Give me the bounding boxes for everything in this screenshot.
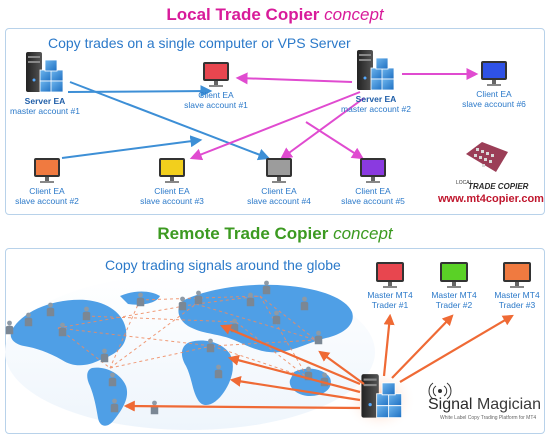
arrow-master2-to-slave1 <box>235 72 353 85</box>
signal-magician-tagline: White Label Copy Trading Platform for MT… <box>440 415 537 421</box>
continent-eurasia <box>178 284 353 353</box>
local-copier-title-main: Local Trade Copier <box>166 5 325 24</box>
server-account-1: master account #1 <box>10 106 80 116</box>
client-name-3: Client EA <box>154 186 190 196</box>
continent-africa <box>181 340 233 406</box>
remote-copier-title: Remote Trade Copier concept <box>0 224 550 244</box>
arrow-hub-to-map-4 <box>123 400 361 412</box>
arrow-hub-to-map-2 <box>227 354 361 394</box>
brand-word-magician: Magician <box>476 396 541 413</box>
client-account-3: slave account #3 <box>140 196 204 206</box>
server-icon-master2 <box>356 49 395 91</box>
server-account-2: master account #2 <box>341 104 411 114</box>
monitor-icon-master-trader1 <box>376 262 404 288</box>
arrow-master2-to-slave5 <box>305 121 365 160</box>
master-label-trader2: Master MT4 Trader #2 <box>431 290 476 310</box>
server-name-2: Server EA <box>355 94 397 104</box>
arrow-master1-to-slave1 <box>67 85 213 98</box>
client-account-2: slave account #2 <box>15 196 79 206</box>
brand-word-signal: Signal <box>428 396 473 413</box>
arrow-master2-to-slave3 <box>189 91 361 161</box>
server-name-1: Server EA <box>24 96 66 106</box>
website-link[interactable]: www.mt4copier.com <box>438 193 544 205</box>
client-account-1: slave account #1 <box>184 100 248 110</box>
monitor-icon-slave1 <box>203 62 229 87</box>
client-name-4: Client EA <box>261 186 297 196</box>
client-name-2: Client EA <box>29 186 65 196</box>
arrow-hub-to-master1 <box>382 313 395 377</box>
person-icon <box>5 320 14 335</box>
monitor-icon-slave3 <box>159 158 185 183</box>
client-monitors <box>34 61 507 183</box>
arrow-hub-to-master3 <box>399 314 514 383</box>
arrow-master2-to-slave4 <box>280 97 365 160</box>
local-copier-title: Local Trade Copier concept <box>0 5 550 25</box>
client-label-slave1: Client EA slave account #1 <box>184 90 248 110</box>
master-name-2: Master MT4 <box>431 290 477 300</box>
local-copier-arrows <box>61 68 479 161</box>
local-copier-title-em: concept <box>324 5 384 24</box>
master-trader-1: Trader #1 <box>371 300 409 310</box>
monitor-icon-master-trader2 <box>440 262 468 288</box>
client-name-6: Client EA <box>476 89 512 99</box>
master-label-trader1: Master MT4 Trader #1 <box>367 290 412 310</box>
arrow-master1-to-slave4 <box>69 81 271 161</box>
trade-copier-logo-line1: LOCAL <box>456 180 473 186</box>
trade-copier-logo-line2: TRADE COPIER <box>468 182 529 191</box>
signal-magician-brand: Signal Magician <box>428 396 541 414</box>
local-copier-panel <box>5 28 545 215</box>
client-account-6: slave account #6 <box>462 99 526 109</box>
server-label-master1: Server EA master account #1 <box>10 96 80 116</box>
monitor-icon-slave6 <box>481 61 507 86</box>
remote-copier-title-em: concept <box>333 224 393 243</box>
monitor-icon-slave4 <box>266 158 292 183</box>
remote-copier-arrows <box>123 313 514 412</box>
monitor-icon-slave5 <box>360 158 386 183</box>
client-label-slave5: Client EA slave account #5 <box>341 186 405 206</box>
monitor-icon-slave2 <box>34 158 60 183</box>
client-name-1: Client EA <box>198 90 234 100</box>
arrow-master1-to-slave2 <box>61 135 203 159</box>
server-label-master2: Server EA master account #2 <box>341 94 411 114</box>
master-label-trader3: Master MT4 Trader #3 <box>494 290 539 310</box>
local-copier-subtitle: Copy trades on a single computer or VPS … <box>48 35 351 51</box>
client-label-slave4: Client EA slave account #4 <box>247 186 311 206</box>
client-label-slave6: Client EA slave account #6 <box>462 89 526 109</box>
client-label-slave3: Client EA slave account #3 <box>140 186 204 206</box>
master-trader-2: Trader #2 <box>435 300 473 310</box>
client-account-4: slave account #4 <box>247 196 311 206</box>
continent-north-america <box>10 299 127 366</box>
signal-antenna-icon <box>428 382 452 400</box>
master-trader-3: Trader #3 <box>498 300 536 310</box>
remote-copier-title-main: Remote Trade Copier <box>157 224 334 243</box>
arrow-hub-to-master2 <box>391 314 454 379</box>
monitor-icon-master-trader3 <box>503 262 531 288</box>
arrow-hub-to-map-1 <box>219 324 361 386</box>
master-monitors <box>376 262 531 288</box>
client-label-slave2: Client EA slave account #2 <box>15 186 79 206</box>
world-map <box>5 274 375 430</box>
trade-copier-logo-icon <box>466 142 508 172</box>
arrow-hub-to-map-3 <box>229 375 361 402</box>
remote-copier-subtitle: Copy trading signals around the globe <box>105 257 341 273</box>
client-name-5: Client EA <box>355 186 391 196</box>
master-name-1: Master MT4 <box>367 290 413 300</box>
client-account-5: slave account #5 <box>341 196 405 206</box>
server-icon-master1 <box>25 51 64 93</box>
master-name-3: Master MT4 <box>494 290 540 300</box>
arrow-hub-to-map-5 <box>318 350 365 385</box>
